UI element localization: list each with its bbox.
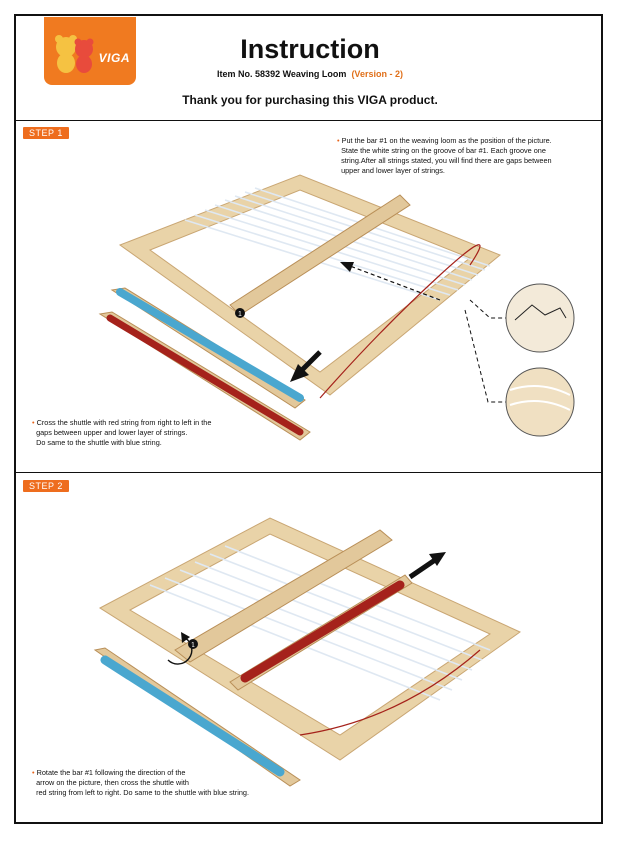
item-line: Item No. 58392 Weaving Loom (Version - 2… bbox=[0, 69, 620, 79]
step2-line-3: red string from left to right. Do same t… bbox=[36, 788, 249, 797]
version-label: (Version - 2) bbox=[351, 69, 403, 79]
step1-instruction-top: • Put the bar #1 on the weaving loom as … bbox=[337, 136, 552, 175]
bar-marker-1 bbox=[235, 308, 245, 318]
step1-bottom-line-3: Do same to the shuttle with blue string. bbox=[36, 438, 162, 447]
step2-badge: STEP 2 bbox=[23, 480, 69, 492]
step1-top-line-4: upper and lower layer of strings. bbox=[341, 166, 445, 175]
step1-badge: STEP 1 bbox=[23, 127, 69, 139]
bar-marker-1-number: 1 bbox=[238, 311, 242, 318]
step1-instruction-bottom: • Cross the shuttle with red string from… bbox=[32, 418, 212, 447]
thanks-text: Thank you for purchasing this VIGA produ… bbox=[182, 93, 438, 107]
page-title: Instruction bbox=[240, 34, 380, 64]
step1-top-line-2: State the white string on the groove of … bbox=[341, 146, 546, 155]
step2-line-1: Rotate the bar #1 following the directio… bbox=[36, 768, 186, 777]
item-number: Item No. 58392 Weaving Loom bbox=[217, 69, 347, 79]
bar2-marker-1 bbox=[188, 639, 198, 649]
page-frame bbox=[14, 14, 603, 824]
viga-logo: VIGA bbox=[44, 17, 136, 85]
step2-instruction: • Rotate the bar #1 following the direct… bbox=[32, 768, 249, 797]
teddy-bears-icon bbox=[55, 35, 94, 73]
logo-text: VIGA bbox=[98, 51, 130, 65]
step1-top-line-1: Put the bar #1 on the weaving loom as th… bbox=[341, 136, 552, 145]
divider-top bbox=[14, 120, 603, 121]
step1-top-line-3: string.After all strings stated, you wil… bbox=[341, 156, 552, 165]
divider-middle bbox=[14, 472, 603, 473]
bar2-marker-1-number: 1 bbox=[191, 642, 195, 649]
step1-bottom-line-1: Cross the shuttle with red string from r… bbox=[36, 418, 212, 427]
step2-line-2: arrow on the picture, then cross the shu… bbox=[36, 778, 189, 787]
step1-bottom-line-2: gaps between upper and lower layer of st… bbox=[36, 428, 188, 437]
